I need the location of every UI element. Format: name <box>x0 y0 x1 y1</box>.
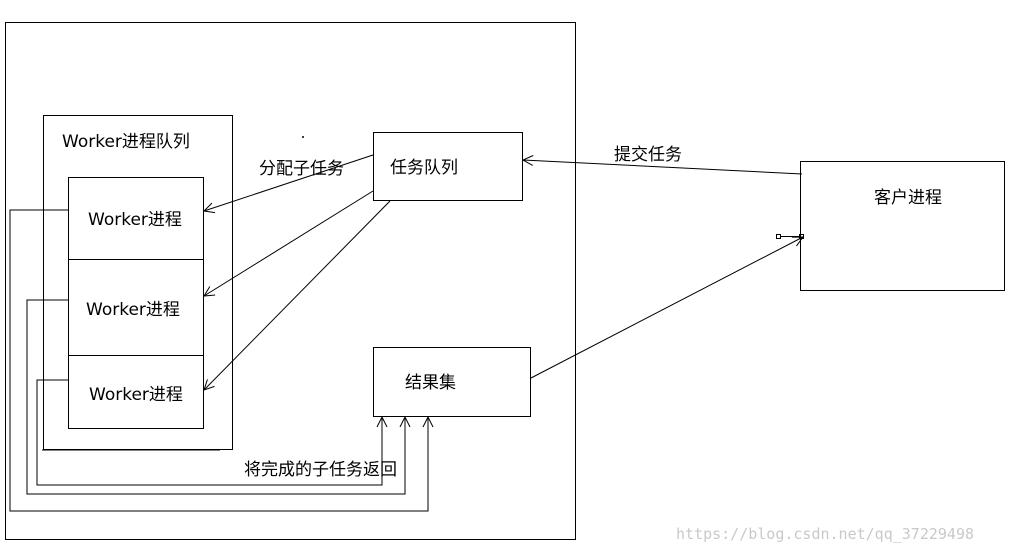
watermark: https://blog.csdn.net/qq_37229498 <box>676 525 975 543</box>
arrow-result-to-client <box>530 237 803 379</box>
assign-subtask-label: 分配子任务 <box>259 159 344 179</box>
task-queue-label: 任务队列 <box>390 158 458 178</box>
return-path-worker-1 <box>9 209 428 512</box>
arrow-task-to-worker-2 <box>204 190 374 296</box>
arrow-client-to-task-queue <box>523 160 803 175</box>
result-set-box <box>373 347 531 417</box>
client-label: 客户进程 <box>874 188 942 208</box>
result-set-label: 结果集 <box>405 373 456 393</box>
stray-dot <box>302 136 304 138</box>
worker-2-label: Worker进程 <box>86 300 180 320</box>
arrow-task-to-worker-3 <box>204 200 391 390</box>
task-queue-box <box>373 132 523 201</box>
return-path-worker-3 <box>36 379 382 486</box>
server-frame <box>5 22 576 540</box>
worker-1-label: Worker进程 <box>88 210 182 230</box>
arrow-task-to-worker-1 <box>204 154 374 211</box>
worker-3-label: Worker进程 <box>89 385 183 405</box>
connector-handle-left <box>776 234 781 239</box>
return-subtask-label: 将完成的子任务返回 <box>244 460 397 480</box>
return-path-worker-2 <box>26 299 405 495</box>
connector-handle-right <box>799 234 804 239</box>
submit-task-label: 提交任务 <box>614 145 682 165</box>
worker-queue-label: Worker进程队列 <box>62 132 190 152</box>
worker-3-box <box>68 355 204 429</box>
client-box <box>800 161 1005 291</box>
